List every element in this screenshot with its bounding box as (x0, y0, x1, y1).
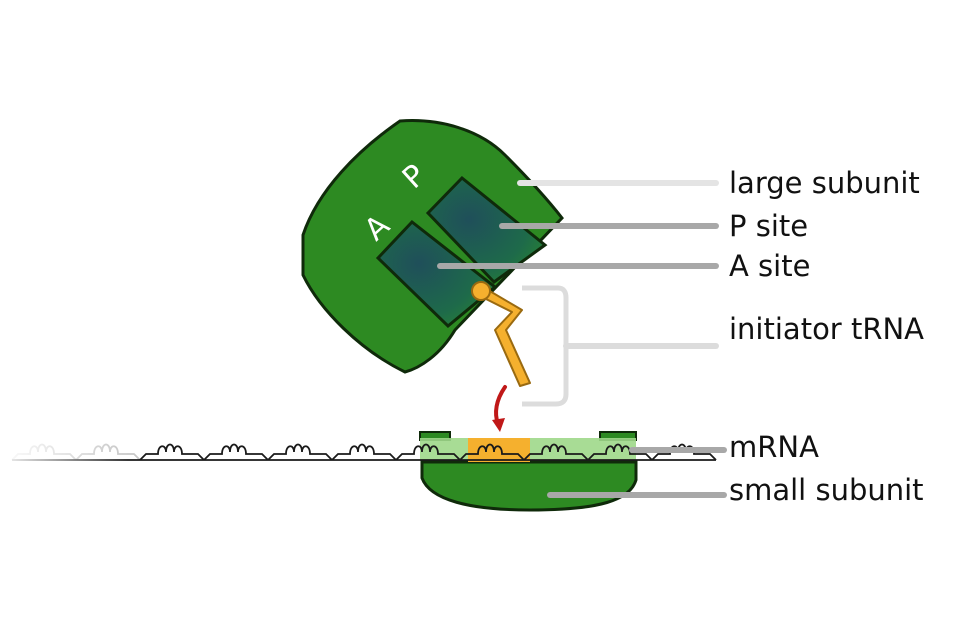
a-site-pocket (375, 219, 498, 329)
mrna-codon (331, 443, 397, 461)
initiator-trna (471, 281, 531, 387)
p-site-label: P site (729, 209, 808, 243)
binding-arrow (492, 385, 507, 432)
large-subunit: A P (301, 119, 564, 374)
start-codon-highlight (468, 438, 530, 462)
mrna-codon (267, 443, 333, 461)
small-subunit-label: small subunit (729, 473, 924, 507)
trna-body (483, 289, 531, 387)
mrna-label: mRNA (729, 430, 819, 464)
large-subunit-label: large subunit (729, 166, 920, 200)
mrna-strand (8, 430, 717, 470)
mrna-codon (203, 443, 269, 461)
mrna-codon (139, 443, 205, 461)
mrna-codon (587, 443, 653, 461)
trna-bracket (522, 285, 569, 407)
mrna-codon (459, 443, 525, 461)
mrna-codon (523, 443, 589, 461)
initiator-trna-label: initiator tRNA (729, 312, 924, 346)
p-site-pocket (425, 175, 548, 284)
small-subunit (420, 460, 638, 512)
mrna-codon (395, 443, 461, 461)
trna-amino-acid (471, 281, 491, 301)
a-site-label: A site (729, 249, 810, 283)
